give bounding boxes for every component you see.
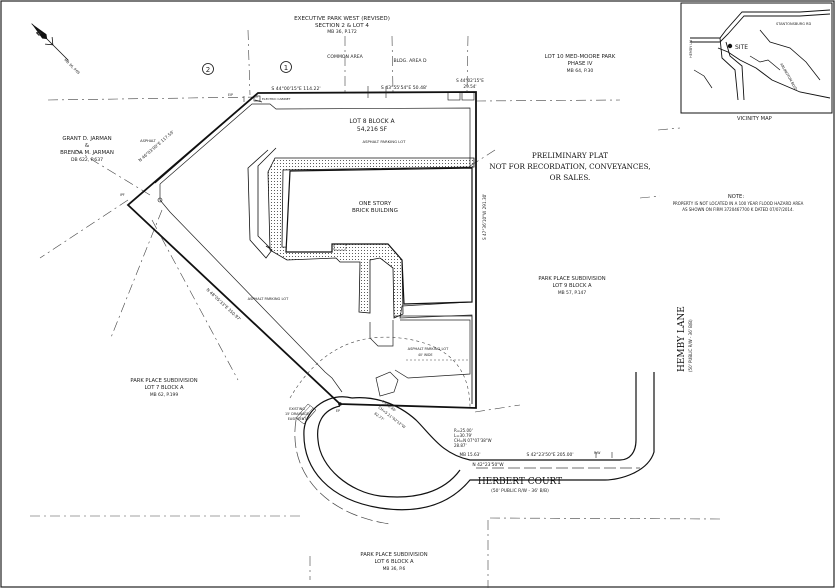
bearing-northwest: N 46°03'00"E 117.59' (137, 129, 175, 163)
asphalt-parking-label-1: ASPHALT PARKING LOT (362, 139, 406, 144)
bearing-southwest: N 48°05'33"E 350.97' (205, 287, 242, 322)
turning-radius-arc (289, 336, 471, 409)
lot7-line-1: PARK PLACE SUBDIVISION (130, 378, 197, 384)
asphalt-parking-label-3: ASPHALT PARKING LOT (408, 347, 450, 351)
mark-eip: EIP (228, 93, 233, 97)
jarman-line-2: & (85, 143, 90, 149)
bearing-north-1: S 44°00'15"E 114.22' (271, 86, 320, 92)
mark-ipf: IPF (120, 193, 125, 197)
lot6-line-3: MB 36, P.6 (383, 566, 406, 572)
drainage-label-3: EASEMENT (288, 417, 307, 421)
common-area-label: COMMON AREA (327, 54, 363, 60)
lot9-line-1: PARK PLACE SUBDIVISION (538, 276, 605, 282)
asphalt-label: ASPHALT (140, 139, 157, 143)
north-arrow-icon: N (31, 23, 69, 61)
pavement-width-label: 40' WIDE (418, 353, 433, 357)
bearing-south-2: N 42°23'50"W (472, 462, 504, 468)
svg-text:1: 1 (284, 64, 288, 72)
bldg-area-label: BLDG. AREA D (393, 58, 427, 64)
mark-ep: EP (336, 409, 340, 413)
bearing-east: S 47°36'10"W 291.30' (482, 194, 487, 240)
note-line-1: PROPERTY IS NOT LOCATED IN A 100 YEAR FL… (673, 201, 804, 206)
arc-data-3: 62.77' (373, 412, 384, 422)
sign-box (461, 91, 475, 101)
bearing-south-1: S 42°23'50"E 205.00' (526, 452, 573, 458)
title-line-2: SECTION 2 & LOT 4 (315, 23, 369, 29)
svg-text:2: 2 (206, 66, 210, 74)
title-line-3: MB 36, P.172 (327, 29, 357, 35)
lot-marker-1: 1 (280, 61, 292, 73)
lot6-line-2: LOT 6 BLOCK A (374, 559, 414, 565)
south-parking-lot (369, 315, 473, 404)
drainage-label-1: EXISTING (289, 407, 305, 411)
lot9-line-2: LOT 9 BLOCK A (552, 283, 592, 289)
mark-rw: R/W (594, 451, 601, 455)
building-label-1: ONE STORY (359, 201, 392, 207)
drainage-easement (295, 403, 317, 425)
electric-cabinet-label: ELECTRIC CABINET (262, 97, 291, 101)
corner-pin-icon (338, 402, 342, 406)
asphalt-parking-label-2: ASPHALT PARKING LOT (248, 297, 290, 301)
lot10-line-1: LOT 10 MED-MOORE PARK (545, 54, 616, 60)
lot7-line-3: MB 62, P.199 (150, 392, 179, 398)
curve-data-3: CH=N 07°07'38"W (454, 438, 492, 443)
svg-text:N: N (35, 29, 44, 38)
lot6-line-1: PARK PLACE SUBDIVISION (360, 552, 427, 558)
bearing-north-4: 29.54' (463, 84, 476, 89)
vicinity-road-1: STANTONSBURG RD (776, 22, 811, 26)
building-footprint (247, 147, 475, 319)
curve-data-1: R=25.00' (454, 428, 473, 433)
title-line-1: EXECUTIVE PARK WEST (REVISED) (294, 16, 390, 22)
prelim-line-2: NOT FOR RECORDATION, CONVEYANCES, (489, 162, 650, 171)
note-title: NOTE: (728, 194, 744, 200)
vicinity-map: SITE STANTONSBURG RD ARLINGTON BLVD HEMB… (680, 2, 833, 122)
curve-data-2: L=30.79' (454, 433, 472, 438)
vicinity-road-3: HEMBY LN (689, 40, 693, 58)
right-of-way-lines (294, 419, 640, 525)
prelim-line-3: OR SALES. (550, 173, 591, 182)
iron-pin-icon (157, 197, 163, 203)
lot9-line-3: MB 57, P.147 (558, 290, 587, 296)
lot8-area: 54,216 SF (357, 126, 388, 133)
meter-box (447, 91, 461, 101)
lot7-line-2: LOT 7 BLOCK A (144, 385, 184, 391)
prelim-line-1: PRELIMINARY PLAT (532, 151, 608, 160)
herbert-court-rw: (50' PUBLIC R/W - 36' B/B) (491, 488, 549, 494)
lot8-label: LOT 8 BLOCK A (349, 118, 395, 125)
lot-marker-2: 2 (202, 63, 214, 75)
easement-hatch (298, 405, 316, 423)
boundary-tick-marks (243, 86, 613, 458)
entry-stoop (333, 243, 347, 251)
lot10-line-3: MB 64, P.30 (567, 68, 594, 74)
site-marker-icon (727, 43, 733, 49)
bearing-north-2: S 43°55'54"E 50.48' (381, 85, 427, 91)
hemby-lane-rw: (50' PUBLIC R/W - 36' B/B) (688, 319, 693, 372)
jarman-line-3: BRENDA M. JARMAN (60, 150, 114, 156)
drainage-label-2: 15' DRAINAGE (285, 412, 309, 416)
northwest-edge (154, 92, 259, 184)
jarman-line-4: DB 622, P.637 (71, 157, 103, 163)
electric-cabinet (253, 95, 261, 102)
jarman-line-1: GRANT D. JARMAN (62, 136, 111, 142)
note-line-2: AS SHOWN ON FIRM 3720467700 K DATED 07/0… (682, 207, 794, 212)
north-arrow-ref: MB 36, P.69 (63, 58, 80, 75)
lot10-line-2: PHASE IV (568, 61, 593, 67)
adjoining-lot-lines (30, 29, 721, 588)
herbert-court-name: HERBERT COURT (478, 477, 562, 487)
vicinity-title: VICINITY MAP (737, 116, 772, 122)
bearing-south-3: MB 15.63' (460, 452, 481, 457)
bearing-north-3: S 44°02'15"E (456, 78, 484, 83)
vicinity-site-label: SITE (735, 44, 748, 51)
curve-data-4: 28.87' (454, 443, 467, 448)
hemby-lane-name: HEMBY LANE (677, 306, 687, 372)
property-boundary (126, 91, 477, 409)
building-label-2: BRICK BUILDING (352, 208, 398, 214)
